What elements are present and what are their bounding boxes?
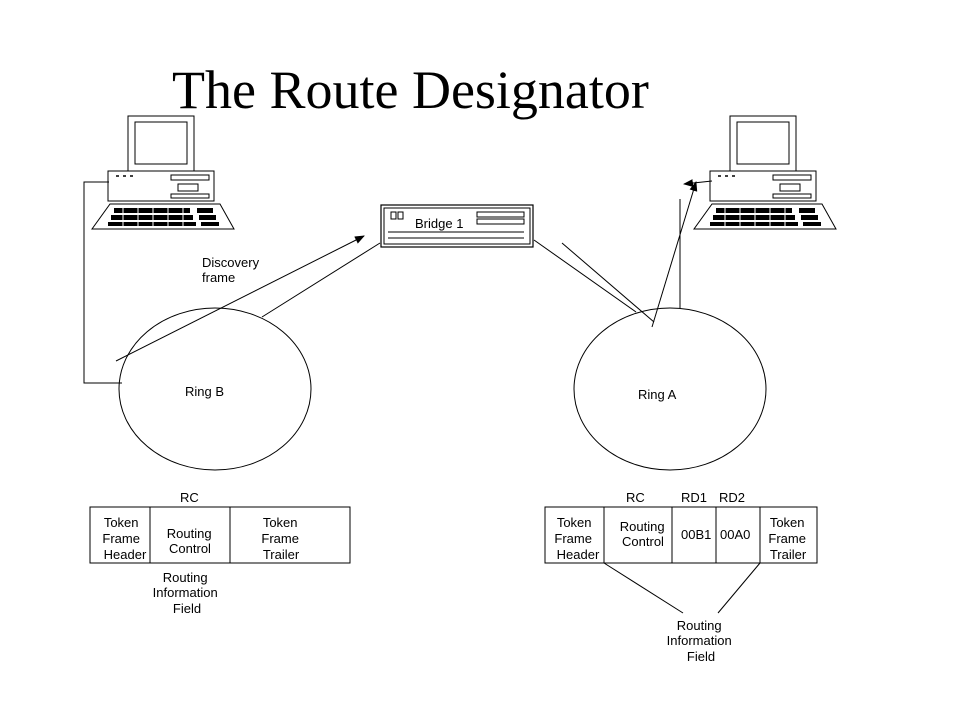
bridge-to-ring-a-line-2 bbox=[561, 242, 655, 323]
left-routing-information-field: Routing Information Field bbox=[153, 570, 222, 616]
arrow-to-right-computer bbox=[651, 181, 698, 328]
ring-b-label: Ring B bbox=[185, 384, 224, 399]
left-token-frame-trailer: Token Frame Trailer bbox=[261, 515, 302, 562]
arrow-into-right-computer bbox=[683, 179, 713, 188]
left-frame bbox=[89, 506, 351, 564]
discovery-frame-label: Discovery frame bbox=[202, 255, 263, 285]
rif-bracket-left bbox=[603, 562, 684, 614]
left-computer-icon bbox=[91, 115, 235, 230]
bridge-1-icon bbox=[380, 204, 534, 248]
rd2-value: 00A0 bbox=[720, 527, 750, 542]
ring-a bbox=[573, 307, 767, 471]
rif-bracket-right bbox=[717, 562, 761, 614]
rd1-value: 00B1 bbox=[681, 527, 711, 542]
right-computer-icon bbox=[693, 115, 837, 230]
ring-a-label: Ring A bbox=[638, 387, 677, 402]
right-routing-control: Routing Control bbox=[620, 519, 668, 549]
rd1-label: RD1 bbox=[681, 490, 707, 505]
discovery-arrow-to-bridge bbox=[115, 235, 365, 362]
left-routing-control: Routing Control bbox=[167, 526, 215, 556]
page-title: The Route Designator bbox=[172, 60, 649, 120]
right-frame bbox=[544, 506, 818, 564]
right-token-frame-trailer: Token Frame Trailer bbox=[768, 515, 809, 562]
right-token-frame-header: Token Frame Header bbox=[554, 515, 600, 562]
rd2-label: RD2 bbox=[719, 490, 745, 505]
right-routing-information-field: Routing Information Field bbox=[667, 618, 736, 664]
left-rc-label: RC bbox=[180, 490, 199, 505]
left-token-frame-header: Token Frame Header bbox=[102, 515, 147, 562]
bridge-to-ring-b-line bbox=[261, 242, 381, 318]
left-computer-to-ring-b-cable bbox=[83, 181, 122, 384]
bridge-to-ring-a-line-1 bbox=[533, 239, 637, 313]
ring-b bbox=[118, 307, 312, 471]
bridge-label: Bridge 1 bbox=[415, 216, 463, 231]
right-rc-label: RC bbox=[626, 490, 645, 505]
